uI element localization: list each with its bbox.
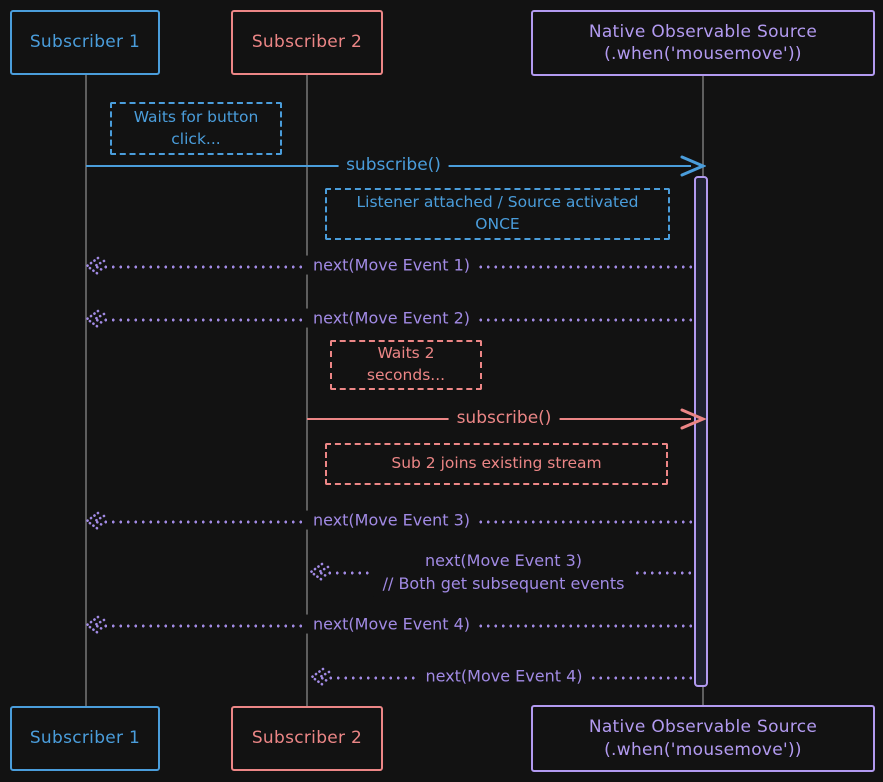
- activation-bar-source: [694, 176, 708, 687]
- message-label: subscribe(): [448, 408, 560, 428]
- message-label: next(Move Event 1): [304, 255, 479, 275]
- message-label-line2: // Both get subsequent events: [382, 574, 625, 593]
- actor-label: Subscriber 2: [251, 32, 363, 53]
- actor-label-line2: (.when('mousemove')): [604, 739, 802, 760]
- note-sub2-joins-stream: Sub 2 joins existing stream: [325, 443, 668, 485]
- actor-top-source: Native Observable Source (.when('mousemo…: [531, 10, 875, 76]
- actor-bottom-source: Native Observable Source (.when('mousemo…: [531, 705, 875, 772]
- actor-label-line2: (.when('mousemove')): [604, 44, 802, 64]
- arrowhead-left-icon: [308, 562, 330, 582]
- actor-label-line1: Native Observable Source: [588, 717, 818, 738]
- arrowhead-left-icon: [84, 511, 106, 531]
- actor-label: Subscriber 1: [29, 32, 141, 53]
- message-label: subscribe(): [338, 155, 449, 175]
- actor-label: Subscriber 1: [29, 728, 141, 749]
- actor-label-line1: Native Observable Source: [588, 21, 818, 42]
- note-listener-attached: Listener attached / Source activated ONC…: [325, 188, 670, 240]
- note-text: Sub 2 joins existing stream: [391, 454, 602, 473]
- lifeline-subscriber1: [85, 75, 87, 706]
- message-label-line1: next(Move Event 3): [424, 550, 583, 570]
- message-label: next(Move Event 3) // Both get subsequent…: [372, 546, 635, 598]
- actor-top-subscriber1: Subscriber 1: [10, 10, 160, 75]
- arrowhead-left-icon: [84, 309, 106, 329]
- arrowhead-right-icon: [680, 155, 706, 177]
- arrowhead-left-icon: [84, 256, 106, 276]
- note-text: Waits 2 seconds...: [366, 344, 446, 384]
- actor-bottom-subscriber1: Subscriber 1: [10, 706, 160, 771]
- actor-label: Subscriber 2: [251, 728, 363, 749]
- message-label: next(Move Event 4): [304, 614, 479, 634]
- message-label: next(Move Event 4): [417, 666, 591, 686]
- actor-top-subscriber2: Subscriber 2: [231, 10, 383, 75]
- actor-bottom-subscriber2: Subscriber 2: [231, 706, 383, 771]
- note-waits-for-button-click: Waits for button click...: [110, 102, 282, 155]
- note-text: Waits for button click...: [133, 107, 259, 148]
- arrowhead-right-icon: [680, 408, 706, 430]
- note-waits-2-seconds: Waits 2 seconds...: [330, 340, 482, 390]
- arrowhead-left-icon: [84, 615, 106, 635]
- note-text: Listener attached / Source activated ONC…: [356, 193, 639, 233]
- arrowhead-left-icon: [309, 667, 331, 687]
- lifeline-subscriber2: [306, 75, 308, 706]
- message-label: next(Move Event 3): [304, 510, 479, 530]
- message-label: next(Move Event 2): [304, 308, 479, 328]
